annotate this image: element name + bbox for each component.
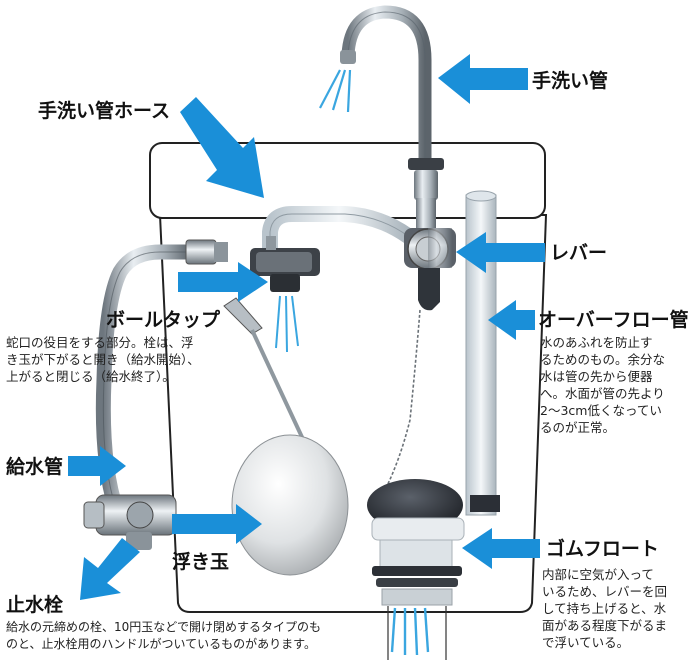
desc-overflow-line: るのが正常。 (540, 420, 616, 435)
rubber-float-assembly (367, 479, 500, 606)
desc-rubber-line: いるため、レバーを回 (542, 584, 668, 599)
label-stop-valve: 止水栓 (6, 594, 64, 616)
desc-overflow-pipe: 水のあふれを防止す るためのもの。余分な 水は管の先から便器 へ。水面が管の先よ… (540, 334, 686, 436)
callout-arrows (68, 54, 545, 600)
desc-overflow-line: 2〜3cm低くなってい (540, 403, 662, 418)
handwash-faucet (340, 5, 444, 228)
desc-ball-tap-line: 蛇口の役目をする部分。栓は、浮 (6, 335, 194, 350)
arrow-lever (456, 232, 545, 273)
desc-rubber-line: で浮いている。 (542, 635, 630, 650)
desc-ball-tap-line: 上がると閉じる（給水終了）。 (6, 369, 175, 384)
desc-rubber-line: して持ち上げると、水 (542, 601, 667, 616)
desc-overflow-line: へ。水面が管の先より (540, 386, 665, 401)
desc-ball-tap: 蛇口の役目をする部分。栓は、浮 き玉が下がると開き（給水開始）、 上がると閉じる… (6, 334, 256, 385)
ball-tap-valve (223, 236, 320, 335)
desc-ball-tap-line: き玉が下がると開き（給水開始）、 (6, 352, 200, 367)
desc-stop-valve-line: 給水の元締めの栓、10円玉などで開け閉めするタイプのも (6, 620, 322, 634)
tank-body-outline (158, 214, 548, 613)
desc-rubber-line: 面がある程度下がるま (542, 618, 668, 633)
arrow-handwash-hose (180, 97, 264, 198)
desc-rubber-line: 内部に空気が入って (542, 567, 654, 582)
stop-valve (83, 494, 177, 550)
label-handwash-pipe: 手洗い管 (532, 70, 609, 92)
arrow-float-ball (172, 504, 262, 544)
arrow-ball-tap (178, 262, 268, 302)
label-overflow-pipe: オーバーフロー管 (538, 309, 689, 331)
label-float-ball: 浮き玉 (172, 551, 230, 573)
arrow-overflow-pipe (488, 300, 535, 340)
label-lever: レバー (550, 242, 608, 264)
arrow-supply-pipe (68, 446, 126, 486)
flush-water-stream (390, 607, 430, 656)
faucet-water-stream (319, 69, 352, 113)
lever-chain (384, 309, 421, 491)
desc-stop-valve-line: のと、止水栓用のハンドルがついているものがあります。 (6, 637, 316, 651)
label-rubber-float: ゴムフロート (546, 538, 659, 560)
desc-rubber-float: 内部に空気が入って いるため、レバーを回 して持ち上げると、水 面がある程度下が… (542, 566, 688, 651)
lever-assembly (404, 228, 456, 311)
float-ball (231, 434, 349, 576)
desc-overflow-line: 水のあふれを防止す (540, 335, 653, 350)
desc-overflow-line: るためのもの。余分な (540, 352, 666, 367)
float-arm (250, 329, 310, 451)
label-handwash-hose: 手洗い管ホース (38, 100, 171, 122)
desc-overflow-line: 水は管の先から便器 (540, 369, 653, 384)
arrow-rubber-float (462, 528, 540, 569)
handwash-hose (262, 206, 416, 258)
ball-tap-water (275, 295, 299, 353)
desc-stop-valve: 給水の元締めの栓、10円玉などで開け閉めするタイプのも のと、止水栓用のハンドル… (6, 619, 376, 653)
arrow-stop-valve (80, 538, 140, 600)
arrow-handwash-pipe (438, 54, 528, 104)
label-supply-pipe: 給水管 (6, 456, 64, 478)
label-ball-tap: ボールタップ (106, 309, 221, 331)
